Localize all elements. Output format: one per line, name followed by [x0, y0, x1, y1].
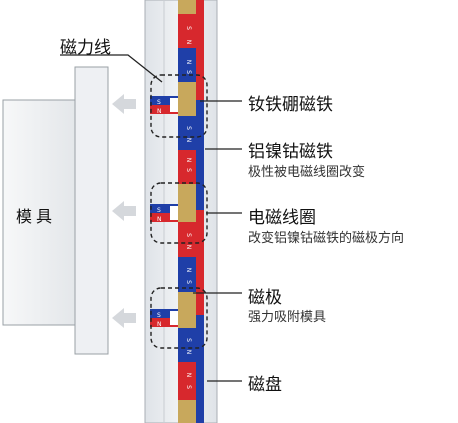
label-ndfeb: 钕铁硼磁铁 [248, 95, 333, 115]
flux-loop [150, 287, 208, 349]
alnico-blue [178, 48, 196, 82]
pole-tip-north [150, 318, 178, 327]
attraction-arrows [112, 94, 136, 328]
ndfeb-block [178, 0, 196, 14]
pole-letter-s: S [185, 70, 192, 74]
pole-tip-south [150, 309, 178, 318]
pole-letter-s: S [185, 126, 192, 130]
pole-tip-south [150, 96, 178, 105]
arrow-middle [112, 201, 136, 221]
ndfeb-block [178, 400, 196, 423]
pole-letter-s: S [157, 207, 161, 214]
pole-tip-north [150, 213, 178, 222]
ndfeb-block [178, 184, 196, 222]
label-coil-desc: 改变铝镍钴磁铁的磁极方向 [248, 231, 405, 246]
pole-letter-n: N [185, 268, 192, 273]
pole-tip-gap [170, 311, 178, 325]
pole-letter-s: S [157, 99, 161, 106]
alnico-red [178, 222, 196, 257]
pole-letter-s: S [185, 26, 192, 30]
pole-letter-s: S [185, 338, 192, 342]
pole-letter-s: S [185, 385, 192, 389]
label-coil: 电磁线圈 [248, 208, 316, 228]
alnico-red [178, 14, 196, 48]
pole-tip-north [150, 105, 178, 114]
pole-letter-s: S [157, 312, 161, 319]
label-alnico-desc: 极性被电磁线圈改变 [248, 165, 366, 180]
pole-letter-s: S [185, 280, 192, 284]
pole-letter-n: N [185, 60, 192, 65]
outer-pole-strip [196, 100, 204, 210]
leader-flux-lines [60, 54, 163, 83]
label-plate: 磁盘 [248, 375, 282, 395]
alnico-red [178, 150, 196, 184]
flux-loop [150, 74, 208, 138]
label-pole-desc: 强力吸附模具 [248, 310, 327, 325]
alnico-blue [178, 257, 196, 292]
pole-letter-n: N [185, 245, 192, 250]
label-flux-lines: 磁力线 [60, 38, 111, 58]
arrow-top [112, 94, 136, 114]
alnico-blue [178, 328, 196, 362]
magnet-stripes [150, 0, 204, 423]
pole-letter-n: N [185, 373, 192, 378]
alnico-blue [178, 116, 196, 150]
pole-tip-south [150, 204, 178, 213]
pole-letter-n: N [185, 158, 192, 163]
pole-letter-s: S [185, 168, 192, 172]
pole-tip-gap [170, 206, 178, 220]
label-pole: 磁极 [248, 288, 282, 308]
pole-letter-n: N [185, 40, 192, 45]
arrow-bottom [112, 308, 136, 328]
pole-letter-n: N [185, 138, 192, 143]
outer-pole-strip [196, 210, 204, 315]
leader-lines [60, 54, 242, 382]
mold-block [2, 66, 109, 355]
outer-pole-strip [196, 0, 204, 100]
label-alnico: 铝镍钴磁铁 [248, 142, 333, 162]
pole-letter-s: S [185, 233, 192, 237]
pole-tip-gap [170, 98, 178, 112]
alnico-red [178, 362, 196, 400]
pole-letter-n: N [157, 321, 162, 328]
pole-letter-n: N [157, 108, 162, 115]
pole-letter-n: N [157, 216, 162, 223]
ndfeb-block [178, 292, 196, 328]
label-mold: 模具 [16, 207, 57, 226]
pole-letter-n: N [185, 350, 192, 355]
outer-pole-strip [196, 315, 204, 423]
ndfeb-block [178, 82, 196, 116]
